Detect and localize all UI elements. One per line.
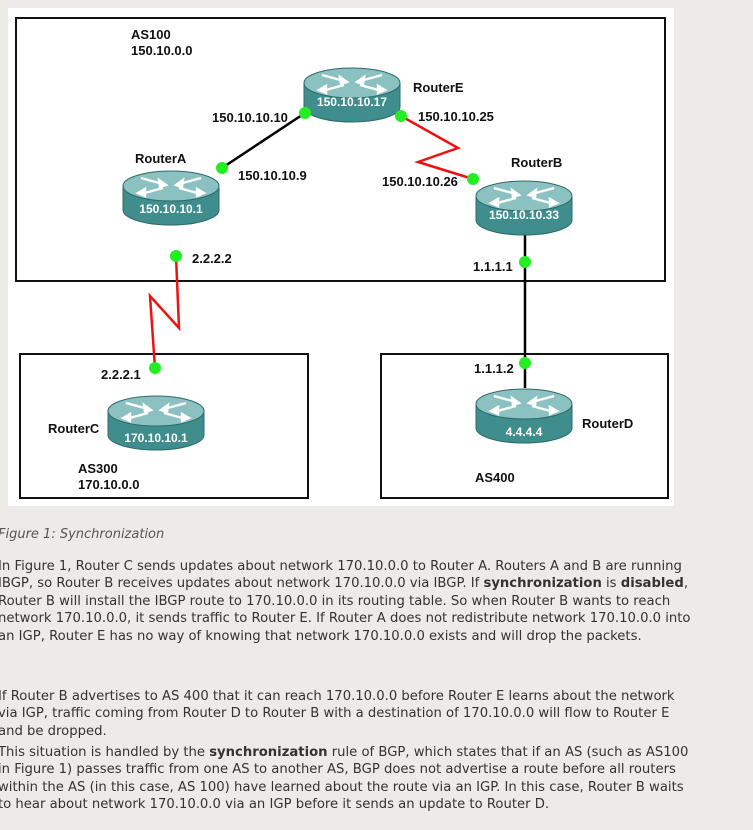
- interface-label-a-e: 150.10.10.9: [238, 168, 307, 183]
- text-span: rule of BGP, which states that if an AS …: [327, 745, 689, 760]
- router-c-ip: 170.10.10.1: [124, 431, 188, 445]
- paragraph-2-line-3: and be dropped.: [0, 723, 107, 739]
- interface-dot-d-b: [519, 357, 531, 369]
- interface-dot-b-e: [467, 173, 479, 185]
- paragraph-1-line-1: In Figure 1, Router C sends updates abou…: [0, 559, 682, 574]
- interface-label-e-b: 150.10.10.25: [418, 109, 494, 124]
- interface-label-d-b: 1.1.1.2: [474, 361, 514, 376]
- synchronization-term: synchronization: [209, 745, 328, 760]
- network-diagram: 150.10.10.17 150.10.10.1 150.10.10.33 17…: [8, 8, 674, 506]
- figure-caption: Figure 1: Synchronization: [0, 527, 165, 542]
- paragraph-1-line-2: IBGP, so Router B receives updates about…: [0, 575, 753, 592]
- synchronization-term: synchronization: [483, 576, 602, 592]
- router-c-name: RouterC: [48, 421, 100, 436]
- network-diagram-svg: 150.10.10.17 150.10.10.1 150.10.10.33 17…: [15, 17, 669, 499]
- link-e-a: [221, 111, 306, 170]
- serial-link-e-b: [400, 114, 474, 181]
- interface-label-e-a: 150.10.10.10: [212, 110, 288, 125]
- as400-name: AS400: [475, 470, 515, 485]
- paragraph-1-line-3: Router B will install the IBGP route to …: [0, 593, 671, 609]
- paragraph-2-line-2: via IGP, traffic coming from Router D to…: [0, 706, 670, 722]
- interface-dot-a-e: [216, 162, 228, 174]
- text-span: IBGP, so Router B receives updates about…: [0, 576, 484, 592]
- interface-label-a-c: 2.2.2.2: [192, 251, 232, 266]
- interface-label-c-a: 2.2.2.1: [101, 367, 141, 382]
- router-b-name: RouterB: [511, 155, 562, 170]
- paragraph-3-line-3: within the AS (in this case, AS 100) hav…: [0, 779, 684, 795]
- router-b-ip: 150.10.10.33: [489, 208, 559, 222]
- router-a-name: RouterA: [135, 151, 187, 166]
- paragraph-1-line-4: network 170.10.0.0, it sends traffic to …: [0, 611, 691, 627]
- text-span: This situation is handled by the: [0, 745, 210, 760]
- as100-box: [15, 17, 666, 282]
- as300-network: 170.10.0.0: [78, 477, 139, 492]
- disabled-term: disabled: [620, 576, 684, 592]
- paragraph-3-line-2: in Figure 1) passes traffic from one AS …: [0, 762, 676, 778]
- text-span: is: [601, 576, 621, 592]
- text-span: ,: [683, 576, 689, 592]
- interface-dot-c-a: [149, 362, 161, 374]
- paragraph-1-line-5: an IGP, Router E has no way of knowing t…: [0, 628, 642, 644]
- router-e-ip: 150.10.10.17: [317, 95, 387, 109]
- router-d-name: RouterD: [582, 416, 633, 431]
- interface-dot-b-d: [519, 256, 531, 268]
- paragraph-3-line-1: This situation is handled by the synchro…: [0, 744, 753, 761]
- router-a-icon: [121, 169, 221, 227]
- paragraph-3: This situation is handled by the synchro…: [0, 744, 753, 814]
- router-a-ip: 150.10.10.1: [139, 202, 203, 216]
- interface-dot-e-b: [395, 110, 407, 122]
- paragraph-2-line-1: If Router B advertises to AS 400 that it…: [0, 689, 675, 704]
- as100-network: 150.10.0.0: [131, 43, 192, 58]
- serial-link-a-c: [148, 255, 181, 369]
- as300-box: [19, 353, 309, 499]
- interface-dot-e-a: [299, 107, 311, 119]
- paragraph-1: In Figure 1, Router C sends updates abou…: [0, 558, 753, 645]
- interface-dot-a-c: [170, 250, 182, 262]
- interface-label-b-d: 1.1.1.1: [473, 259, 513, 274]
- router-e-name: RouterE: [413, 80, 464, 95]
- as300-name: AS300: [78, 461, 118, 476]
- router-d-ip: 4.4.4.4: [506, 425, 543, 439]
- as100-name: AS100: [131, 27, 171, 42]
- paragraph-2: If Router B advertises to AS 400 that it…: [0, 688, 753, 740]
- paragraph-3-line-4: to hear about network 170.10.0.0 via an …: [0, 797, 550, 813]
- interface-label-b-e: 150.10.10.26: [382, 174, 458, 189]
